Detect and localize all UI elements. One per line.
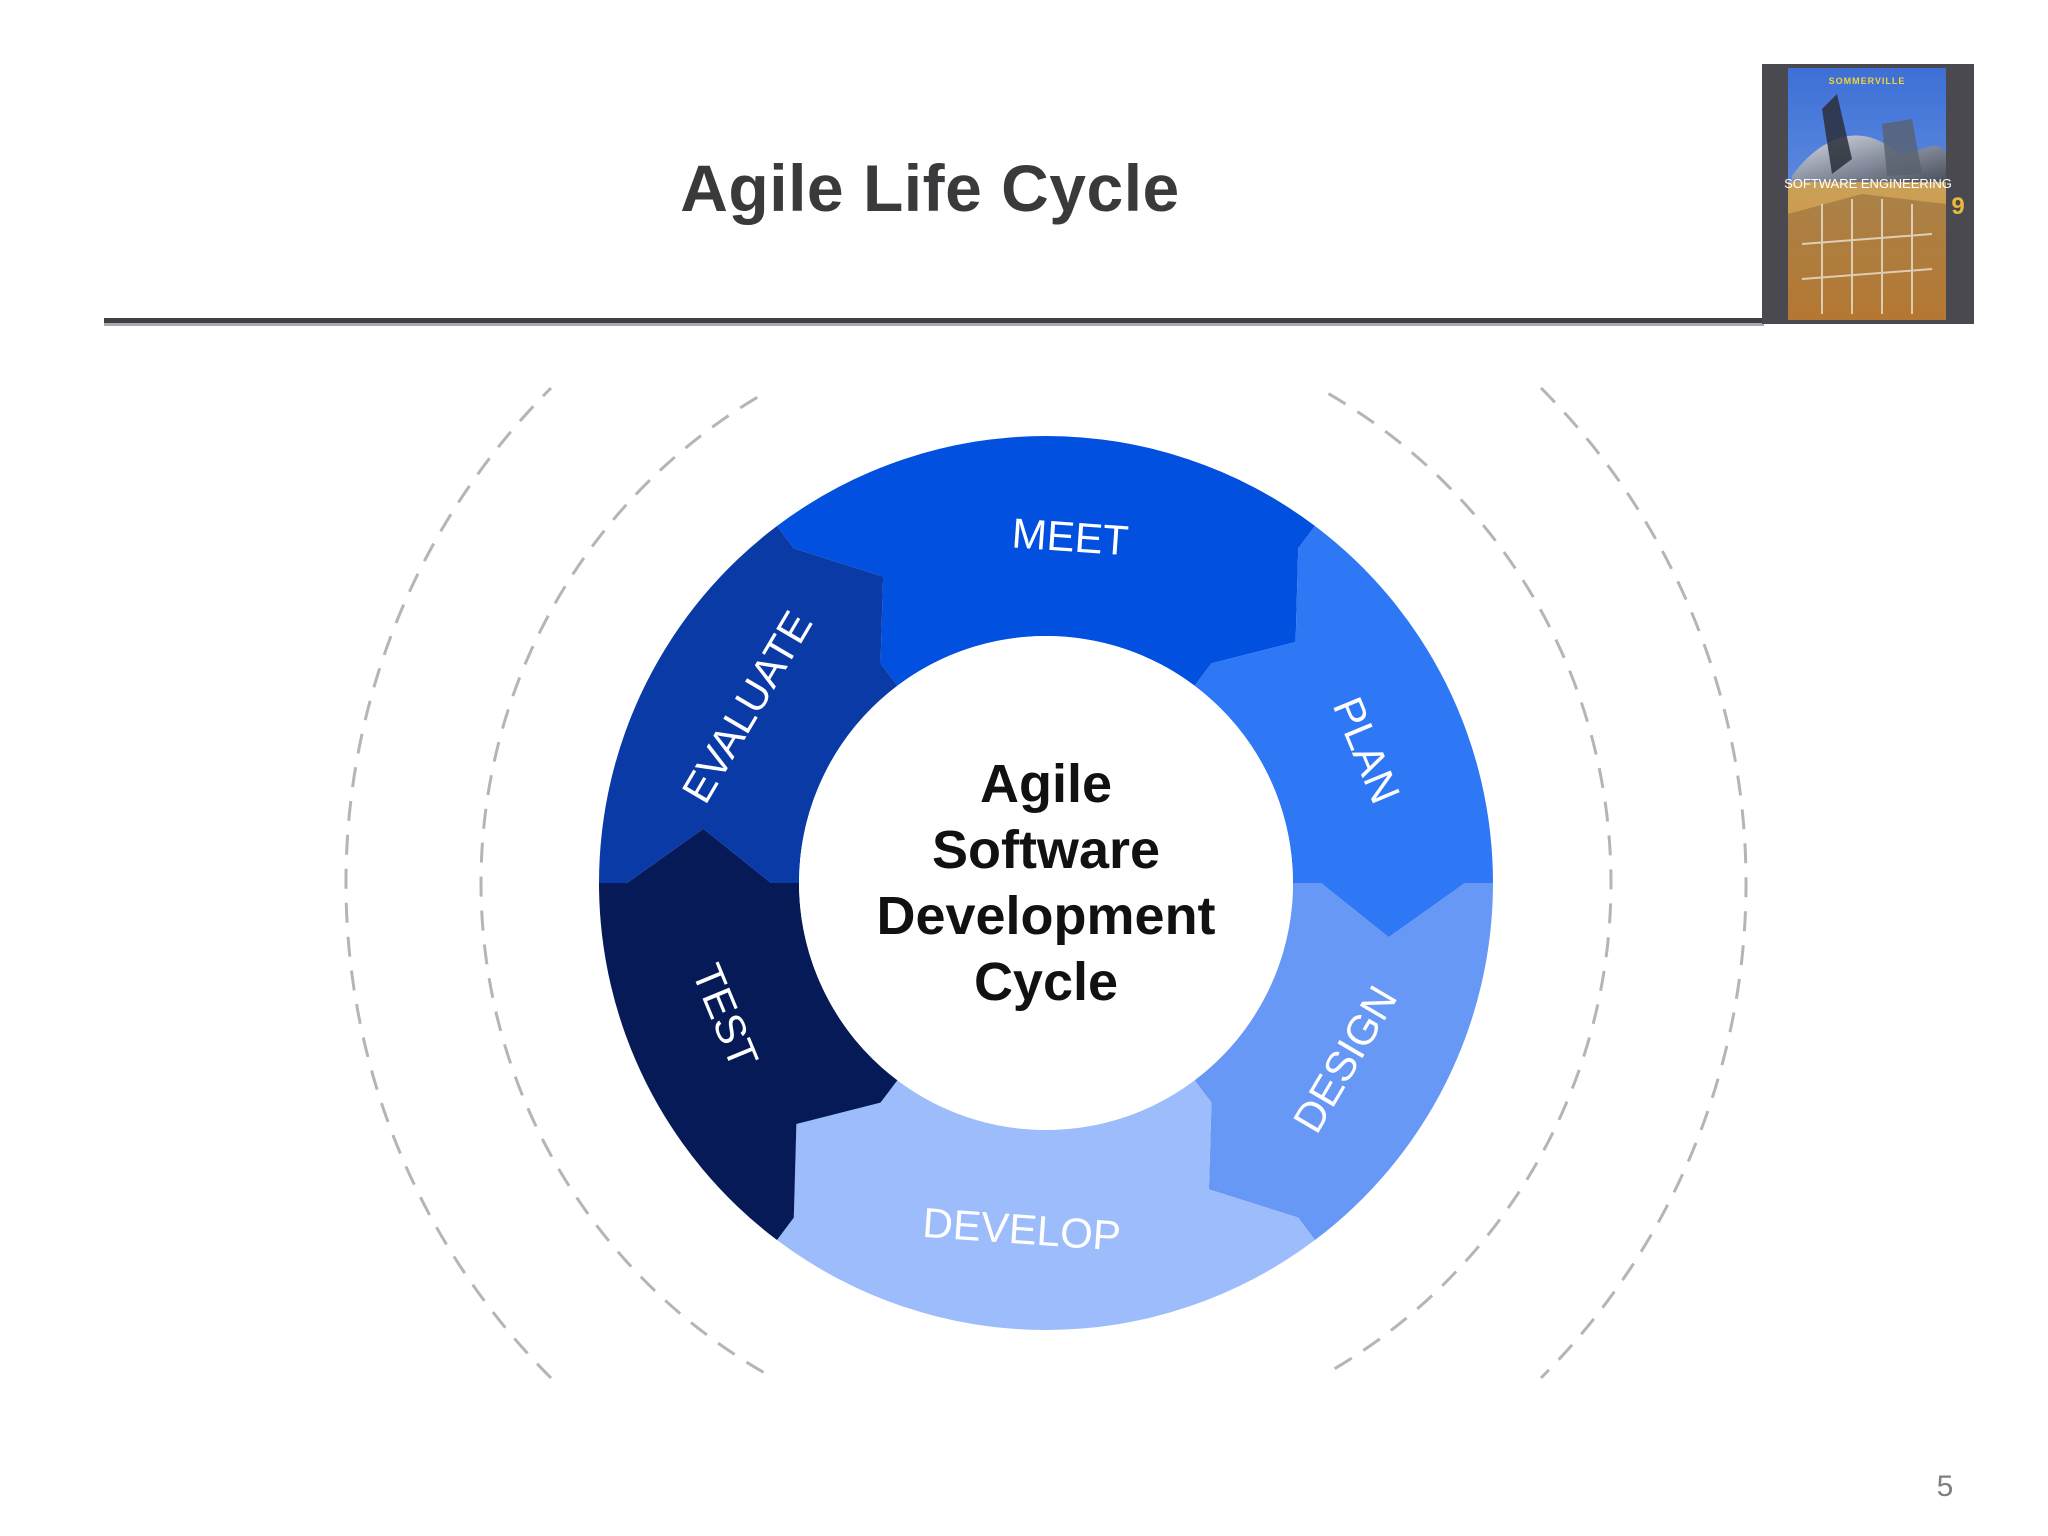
phase-segment-evaluate	[599, 526, 898, 883]
phase-segment-plan	[1194, 526, 1493, 938]
center-hub	[799, 636, 1293, 1130]
dashed-orbit-arcs	[344, 386, 1748, 1380]
dashed-arc	[479, 392, 765, 1374]
slide-title: Agile Life Cycle	[680, 151, 1180, 225]
dashed-arc	[1327, 392, 1613, 1374]
phase-segment-design	[1194, 883, 1493, 1240]
dashed-arc	[344, 386, 553, 1380]
book-cover-author: SOMMERVILLE	[1829, 76, 1906, 86]
cycle-segments	[599, 435, 1493, 1331]
title-divider-shadow	[104, 323, 1764, 326]
title-divider	[104, 318, 1764, 323]
book-cover-edition: 9	[1951, 193, 1964, 220]
dashed-arc	[1539, 386, 1748, 1380]
book-cover-image: SOMMERVILLE SOFTWARE ENGINEERING 9	[1762, 64, 1974, 324]
center-text-line: Software	[932, 820, 1160, 880]
phase-segment-develop	[777, 1080, 1315, 1331]
phase-segment-meet	[777, 435, 1315, 686]
phase-segment-test	[599, 828, 898, 1240]
center-text-line: Cycle	[974, 952, 1118, 1012]
center-text-line: Agile	[980, 754, 1112, 814]
phase-label-meet: MEET	[1010, 509, 1130, 564]
book-cover-title: SOFTWARE ENGINEERING	[1784, 176, 1952, 191]
page-number: 5	[1936, 1470, 1954, 1503]
center-text-line: Development	[876, 886, 1215, 946]
